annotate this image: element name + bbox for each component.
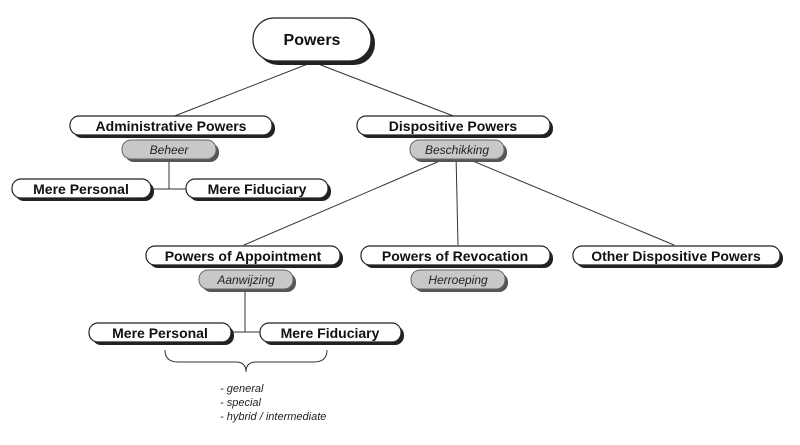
note-general: - general [220,383,264,395]
appointment-mere-personal-label: Mere Personal [112,325,208,341]
other-dispositive-powers-label: Other Dispositive Powers [591,248,761,264]
appointment-mere-fiduciary-node: Mere Fiduciary [259,322,404,345]
edge-powers-dispositive [312,61,457,118]
beheer-label: Beheer [150,143,190,157]
edge-powers-administrative [171,61,314,118]
powers-of-appointment-label: Powers of Appointment [165,248,322,264]
powers-node: Powers [252,17,375,65]
connectors [150,61,675,333]
powers-label: Powers [284,32,341,49]
notes-list: - general - special - hybrid / intermedi… [220,383,326,423]
curly-brace [164,349,328,373]
admin-mere-fiduciary-node: Mere Fiduciary [185,178,331,201]
beschikking-label: Beschikking [425,143,489,157]
admin-mere-personal-node: Mere Personal [11,178,154,201]
note-hybrid-intermediate: - hybrid / intermediate [220,411,326,423]
beheer-tag: Beheer [121,139,219,162]
powers-of-revocation-node: Powers of Revocation [360,245,553,268]
beschikking-tag: Beschikking [409,139,507,162]
edge-dispositive-revocation [455,153,459,246]
admin-mere-fiduciary-label: Mere Fiduciary [208,181,307,197]
edge-dispositive-appointment [243,153,457,246]
powers-of-appointment-node: Powers of Appointment [145,245,343,268]
herroeping-label: Herroeping [428,273,488,287]
aanwijzing-tag: Aanwijzing [198,269,296,292]
edge-dispositive-other [455,153,675,246]
appointment-mere-personal-node: Mere Personal [88,322,234,345]
powers-of-revocation-label: Powers of Revocation [382,248,528,264]
herroeping-tag: Herroeping [410,269,508,292]
dispositive-powers-label: Dispositive Powers [389,118,518,134]
other-dispositive-powers-node: Other Dispositive Powers [572,245,783,268]
admin-mere-personal-label: Mere Personal [33,181,129,197]
appointment-mere-fiduciary-label: Mere Fiduciary [281,325,380,341]
note-special: - special [220,397,262,409]
administrative-powers-label: Administrative Powers [96,118,247,134]
administrative-powers-node: Administrative Powers [69,115,275,138]
aanwijzing-label: Aanwijzing [216,273,275,287]
dispositive-powers-node: Dispositive Powers [356,115,553,138]
